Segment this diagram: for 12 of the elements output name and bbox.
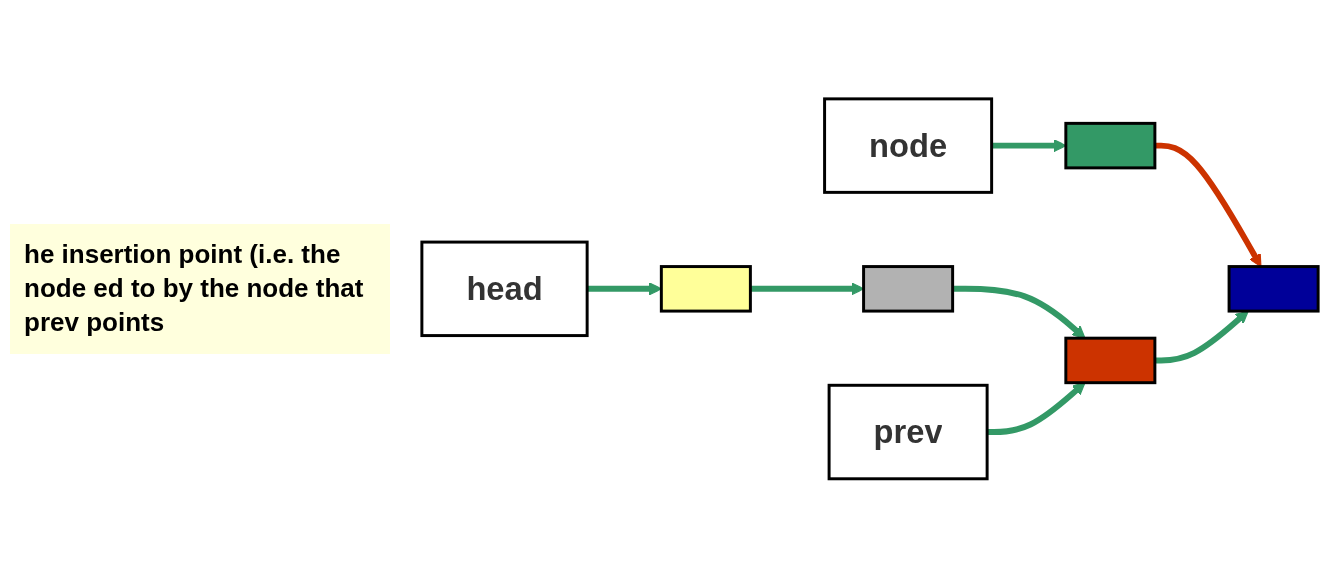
note-text: he insertion point (i.e. the node ed to by the node that prev points <box>10 224 390 354</box>
node-box <box>1064 122 1157 170</box>
arrow <box>952 286 1086 339</box>
node-box <box>1064 336 1157 385</box>
node-box: node <box>823 97 994 195</box>
node-box <box>659 265 752 313</box>
node-box <box>1227 265 1320 313</box>
node-box <box>862 265 955 313</box>
node-box: head <box>420 240 589 338</box>
node-box: prev <box>827 383 989 481</box>
arrow <box>587 282 662 296</box>
arrow <box>987 382 1086 436</box>
